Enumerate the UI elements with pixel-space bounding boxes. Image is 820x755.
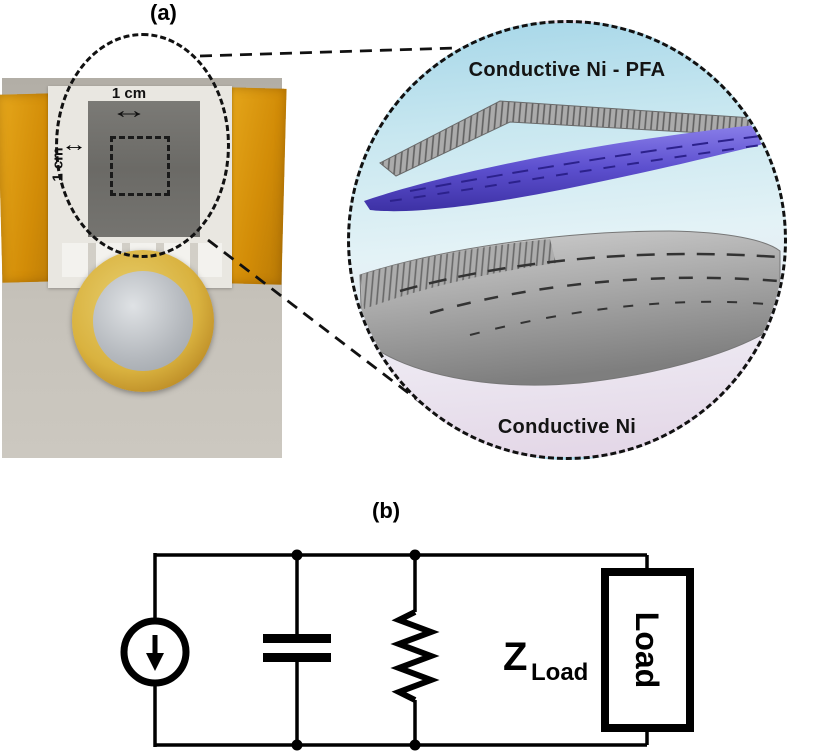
ni-surface-texture-1 <box>399 252 779 293</box>
coin-center <box>93 271 193 371</box>
load-box <box>601 568 694 732</box>
node-dot <box>409 739 421 751</box>
capacitor-plate-top <box>263 634 331 643</box>
ni-surface-texture-3 <box>469 300 777 336</box>
pfa-face-texture-1 <box>409 134 769 192</box>
current-source-circle <box>120 617 190 687</box>
panel-a-label: (a) <box>150 0 177 25</box>
inset-circle: Conductive Ni - PFA Conductive Ni <box>347 20 787 460</box>
layer-rendering <box>359 100 783 386</box>
node-dot <box>291 549 303 561</box>
ni-surface-texture-2 <box>429 276 779 315</box>
circuit-diagram: Z Load Load <box>120 549 694 751</box>
coin <box>72 250 214 392</box>
pfa-slab-face <box>364 123 780 212</box>
label-conductive-ni: Conductive Ni <box>497 416 637 438</box>
ni-slab-surface <box>359 230 781 386</box>
impedance-symbol: Z <box>503 635 527 679</box>
magnifier-ellipse <box>55 33 230 258</box>
load-box-label: Load <box>629 612 665 688</box>
node-dot <box>291 739 303 751</box>
current-source-arrow-head <box>146 653 164 671</box>
label-conductive-ni-pfa: Conductive Ni - PFA <box>468 59 666 81</box>
resistor-zigzag <box>390 609 440 703</box>
capacitor-plate-bottom <box>263 653 331 662</box>
ni-slab-layered-edge <box>360 239 556 309</box>
device-photo: 1 cm ↔ 1 cm ↔ <box>0 33 287 458</box>
impedance-subscript: Load <box>531 659 588 686</box>
panel-b-label: (b) <box>372 498 401 523</box>
node-dot <box>409 549 421 561</box>
pfa-face-texture-2 <box>389 142 777 202</box>
